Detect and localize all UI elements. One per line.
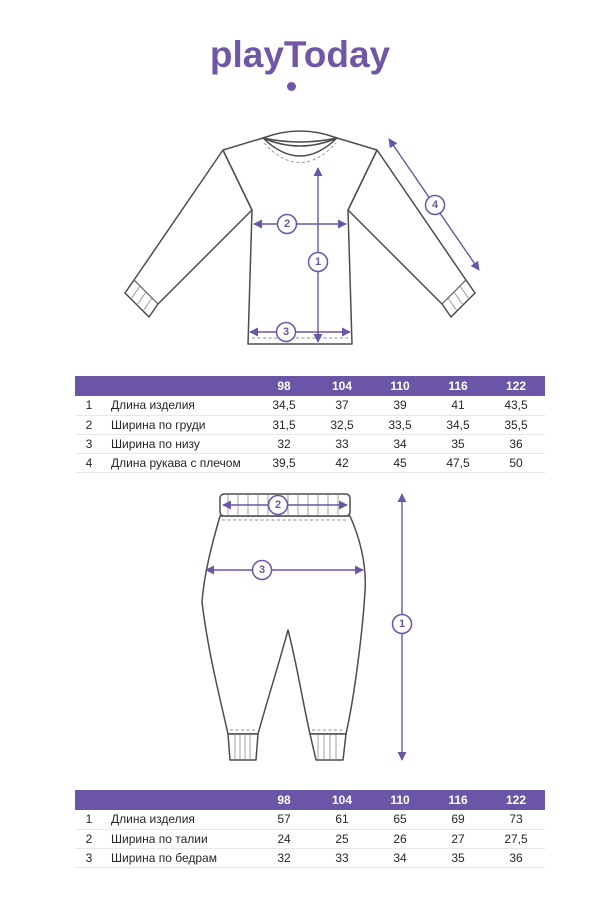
measure-value: 61: [313, 810, 371, 830]
table-row: 4 Длина рукава с плечом 39,5 42 45 47,5 …: [75, 453, 545, 473]
measure-value: 65: [371, 810, 429, 830]
table-row: 2 Ширина по талии 24 25 26 27 27,5: [75, 829, 545, 849]
size-header-cell: 98: [255, 376, 313, 396]
measure-value: 47,5: [429, 453, 487, 473]
measure-value: 32: [255, 848, 313, 868]
measure-value: 32,5: [313, 415, 371, 435]
measure-value: 37: [313, 396, 371, 416]
measure-value: 57: [255, 810, 313, 830]
measure-value: 50: [487, 453, 545, 473]
measure-value: 42: [313, 453, 371, 473]
size-header-row: 98 104 110 116 122: [75, 376, 545, 396]
table-row: 1 Длина изделия 34,5 37 39 41 43,5: [75, 396, 545, 416]
size-header-cell: 110: [371, 790, 429, 810]
size-header-cell: 116: [429, 376, 487, 396]
measure-value: 33,5: [371, 415, 429, 435]
shirt-outline: [124, 130, 476, 345]
shirt-measure-1-number: 1: [315, 256, 321, 268]
measure-value: 34: [371, 848, 429, 868]
measure-value: 34: [371, 434, 429, 454]
right-cuff: [309, 733, 347, 761]
pants-measure-3-number: 3: [259, 564, 265, 576]
measure-number: 2: [75, 829, 103, 849]
pants-diagram: 2 3 1: [201, 493, 413, 761]
measure-value: 35,5: [487, 415, 545, 435]
logo-dot-icon: [287, 82, 296, 91]
measure-value: 33: [313, 848, 371, 868]
measure-value: 39,5: [255, 453, 313, 473]
shirt-measurements: 2 1 3 4: [249, 138, 480, 343]
size-header-cell: 122: [487, 376, 545, 396]
size-header-spacer: [75, 376, 255, 396]
shirt-measure-3-badge: [275, 321, 297, 343]
size-header-cell: 122: [487, 790, 545, 810]
size-header-spacer: [75, 790, 255, 810]
shirt-diagram: 2 1 3 4: [124, 130, 480, 345]
pants-measure-2-badge: [267, 494, 289, 516]
measure-value: 33: [313, 434, 371, 454]
measure-value: 73: [487, 810, 545, 830]
size-header-cell: 104: [313, 376, 371, 396]
size-header-cell: 98: [255, 790, 313, 810]
measure-label: Ширина по талии: [103, 829, 255, 849]
left-cuff: [227, 733, 259, 761]
measure-number: 3: [75, 434, 103, 454]
measure-label: Ширина по бедрам: [103, 848, 255, 868]
shirt-measure-1-badge: [307, 251, 329, 273]
measure-value: 27: [429, 829, 487, 849]
shirt-measure-2-number: 2: [284, 218, 290, 230]
shirt-measure-3-number: 3: [283, 326, 289, 338]
measure-value: 34,5: [429, 415, 487, 435]
pants-measure-1-number: 1: [399, 618, 405, 630]
size-header-cell: 116: [429, 790, 487, 810]
shirt-measure-2-badge: [276, 213, 298, 235]
pants-measure-1-badge: [391, 613, 413, 635]
measure-value: 27,5: [487, 829, 545, 849]
measure-number: 1: [75, 396, 103, 416]
measure-value: 36: [487, 434, 545, 454]
collar-band: [262, 137, 338, 157]
measure-label: Ширина по низу: [103, 434, 255, 454]
measure-label: Ширина по груди: [103, 415, 255, 435]
measure-value: 31,5: [255, 415, 313, 435]
measure-value: 43,5: [487, 396, 545, 416]
brand-logo: playToday: [209, 34, 391, 75]
table-row: 2 Ширина по груди 31,5 32,5 33,5 34,5 35…: [75, 415, 545, 435]
measure-value: 41: [429, 396, 487, 416]
shirt-size-table: 98 104 110 116 122 1 Длина изделия 34,5 …: [75, 376, 545, 473]
measure-value: 36: [487, 848, 545, 868]
measure-value: 45: [371, 453, 429, 473]
pants-measure-2-number: 2: [275, 499, 281, 511]
measure-value: 26: [371, 829, 429, 849]
measure-value: 24: [255, 829, 313, 849]
collar-back: [262, 130, 338, 143]
table-row: 1 Длина изделия 57 61 65 69 73: [75, 810, 545, 830]
measure-value: 32: [255, 434, 313, 454]
table-row: 3 Ширина по низу 32 33 34 35 36: [75, 434, 545, 454]
measure-number: 3: [75, 848, 103, 868]
pants-measure-3-badge: [251, 559, 273, 581]
measure-label: Длина рукава с плечом: [103, 453, 255, 473]
measure-number: 4: [75, 453, 103, 473]
shirt-measure-4-badge: [424, 194, 446, 216]
measure-number: 2: [75, 415, 103, 435]
measure-label: Длина изделия: [103, 810, 255, 830]
pants-measurements: 2 3 1: [205, 493, 413, 761]
measure-value: 35: [429, 434, 487, 454]
size-header-cell: 104: [313, 790, 371, 810]
measure-value: 35: [429, 848, 487, 868]
pants-outline: [201, 493, 367, 761]
measure-value: 39: [371, 396, 429, 416]
measure-number: 1: [75, 810, 103, 830]
table-row: 3 Ширина по бедрам 32 33 34 35 36: [75, 848, 545, 868]
shirt-measure-4-number: 4: [432, 199, 439, 211]
size-header-cell: 110: [371, 376, 429, 396]
size-header-row: 98 104 110 116 122: [75, 790, 545, 810]
measure-value: 69: [429, 810, 487, 830]
pants-size-table: 98 104 110 116 122 1 Длина изделия 57 61…: [75, 790, 545, 868]
measure-value: 25: [313, 829, 371, 849]
measure-label: Длина изделия: [103, 396, 255, 416]
measure-value: 34,5: [255, 396, 313, 416]
